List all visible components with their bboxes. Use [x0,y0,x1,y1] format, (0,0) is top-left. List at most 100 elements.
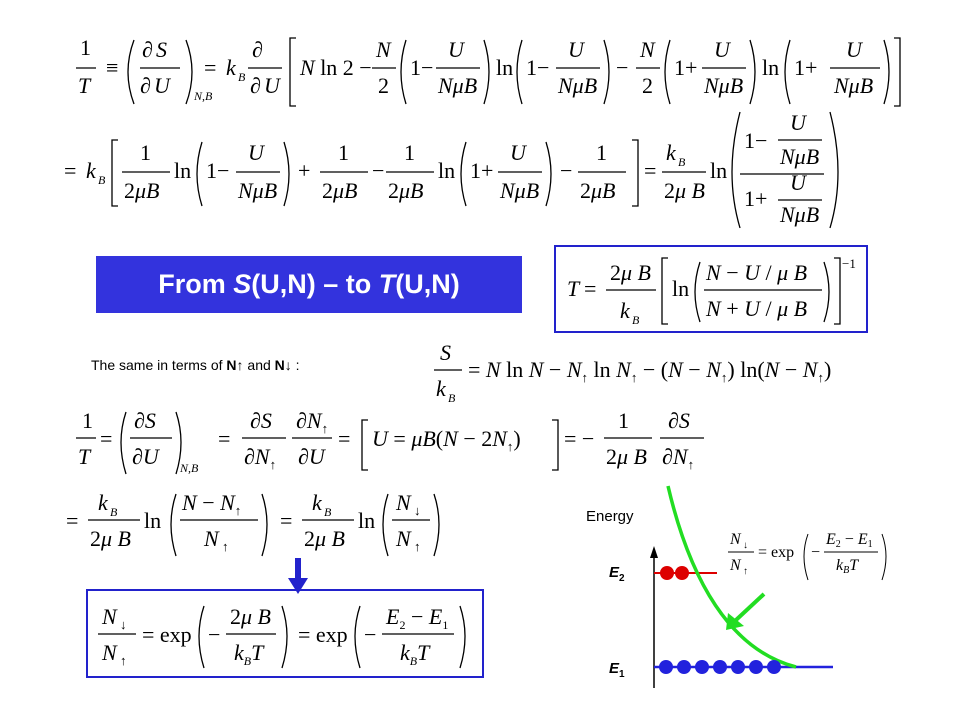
svg-text:N,B: N,B [179,461,199,475]
banner-s: S [233,269,252,299]
particle-e1 [731,660,745,674]
svg-text:↑: ↑ [743,566,748,577]
svg-text:= N ln N − N↑ ln N↑ − (N − N↑): = N ln N − N↑ ln N↑ − (N − N↑) ln(N − N↑… [468,357,831,385]
down-arrow-icon [288,558,308,594]
svg-text:= exp: = exp [142,622,192,647]
particle-e1 [695,660,709,674]
svg-text:2μ B: 2μ B [606,444,647,469]
svg-text:−: − [560,158,572,183]
svg-text:U: U [790,110,808,135]
svg-text:kBT: kBT [400,640,431,668]
svg-text:ln: ln [144,508,161,533]
svg-text:−: − [208,622,220,647]
svg-text:= −: = − [564,426,594,451]
svg-text:∂N↑: ∂N↑ [296,408,328,436]
svg-text:B: B [448,391,456,405]
svg-text:1: 1 [80,35,91,60]
svg-text:kBT: kBT [836,557,859,576]
svg-text:B: B [324,505,332,519]
banner-s-args: (U,N) [251,269,316,299]
svg-text:∂S: ∂S [668,408,690,433]
svg-text:2μB: 2μB [124,178,159,203]
svg-text:∂: ∂ [142,37,153,62]
svg-text:2μ B: 2μ B [664,178,705,203]
particle-e2 [675,566,689,580]
svg-text:−: − [811,544,820,561]
svg-text:ln: ln [496,55,513,80]
svg-text:ln: ln [672,276,689,301]
svg-text:NμB: NμB [499,178,539,203]
svg-text:2μB: 2μB [388,178,423,203]
svg-text:B: B [110,505,118,519]
svg-text:2μ B: 2μ B [304,526,345,551]
svg-text:B: B [98,173,106,187]
svg-text:k: k [98,490,109,515]
ratio-inset-formula: N↓ N↑ = exp − E2 − E1 kBT [728,531,887,581]
svg-text:2μ B: 2μ B [610,260,651,285]
particle-e1 [713,660,727,674]
boltzmann-curve [666,485,797,669]
svg-text:↑: ↑ [222,539,229,554]
svg-text:N ln 2 −: N ln 2 − [299,55,372,80]
svg-text:=: = [584,276,596,301]
svg-text:=: = [66,508,78,533]
particle-e2 [660,566,674,580]
svg-text:=: = [644,158,656,183]
svg-text:1: 1 [140,140,151,165]
svg-text:ln: ln [174,158,191,183]
svg-text:T: T [567,276,581,301]
e2-label: E2 [609,564,625,584]
svg-text:1: 1 [618,408,629,433]
svg-text:U: U [248,140,266,165]
banner-to: – to [315,269,379,299]
svg-text:1: 1 [596,140,607,165]
svg-text:NμB: NμB [779,202,819,227]
svg-text:B: B [238,70,246,84]
svg-text:U: U [510,140,528,165]
svg-text:1−: 1− [526,55,549,80]
e1-sub: 1 [619,669,625,680]
particles [659,566,781,674]
note-line: The same in terms of N↑ and N↓ : [91,357,300,373]
energy-diagram: N↓ N↑ = exp − E2 − E1 kBT [650,485,887,688]
svg-text:N − N↑: N − N↑ [181,490,241,518]
svg-text:∂U: ∂U [298,444,327,469]
svg-text:NμB: NμB [237,178,277,203]
svg-text:N − U / μ B: N − U / μ B [705,260,807,285]
svg-text:= exp: = exp [298,622,348,647]
e2-sub: 2 [619,573,625,584]
svg-text:N: N [729,531,742,548]
particle-e1 [677,660,691,674]
svg-text:k: k [620,298,631,323]
svg-text:S: S [440,340,451,365]
e1-label: E1 [609,660,625,680]
particle-e1 [659,660,673,674]
svg-text:k: k [436,376,447,401]
svg-text:∂N↑: ∂N↑ [244,444,276,472]
svg-text:↑: ↑ [120,653,127,668]
svg-text:2μ B: 2μ B [90,526,131,551]
svg-text:1: 1 [338,140,349,165]
svg-text:2: 2 [378,73,389,98]
svg-text:B: B [678,155,686,169]
svg-text:↓: ↓ [743,540,748,551]
e1-letter: E [609,660,620,677]
svg-text:N: N [639,37,656,62]
svg-text:∂S: ∂S [134,408,156,433]
svg-text:↓: ↓ [414,503,421,518]
svg-text:1: 1 [82,408,93,433]
svg-text:=: = [64,158,76,183]
svg-text:=: = [280,508,292,533]
svg-text:k: k [666,140,677,165]
note-n-up: N↑ [226,357,244,373]
svg-text:NμB: NμB [833,73,873,98]
svg-text:N,B: N,B [193,89,213,103]
svg-text:U: U [264,73,282,98]
svg-text:−: − [372,158,384,183]
svg-text:B: B [632,313,640,327]
note-colon: : [291,357,300,373]
